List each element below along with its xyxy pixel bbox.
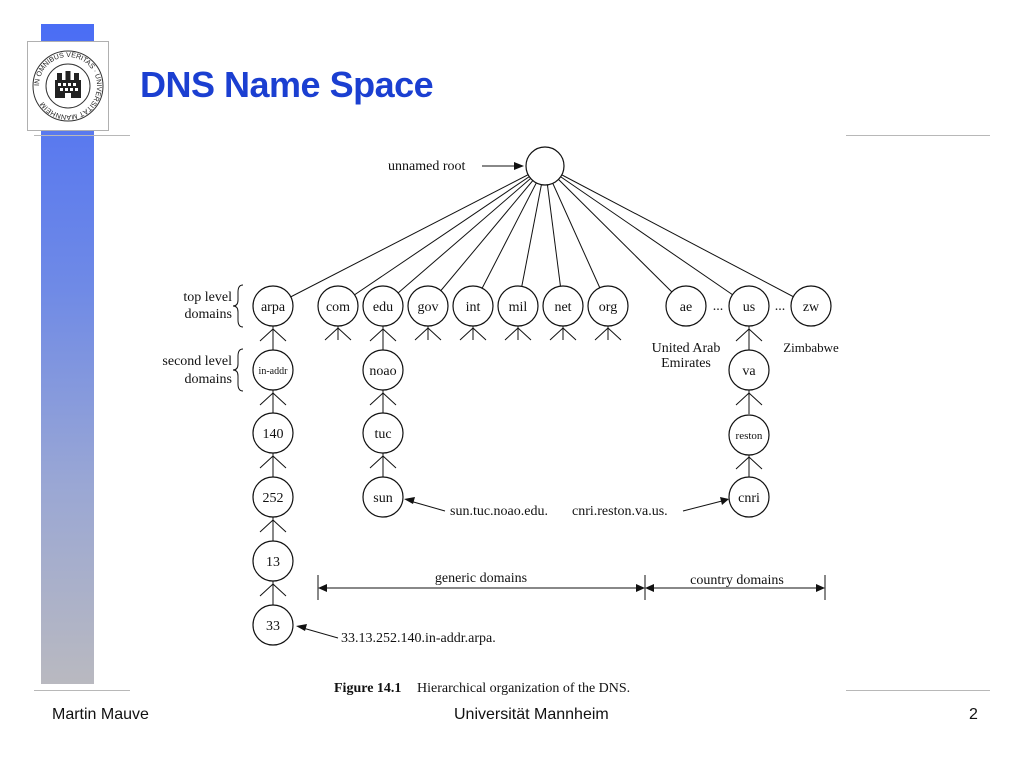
edge-root-int	[472, 165, 546, 307]
label-252: 252	[263, 491, 284, 506]
page-number: 2	[969, 706, 978, 723]
label-noao: noao	[369, 364, 396, 379]
label-ae: ae	[680, 300, 692, 315]
node-net	[542, 285, 584, 327]
root-node	[525, 146, 565, 186]
label-net: net	[554, 300, 571, 315]
ae-caption-line2: Emirates	[661, 356, 711, 371]
node-tuc	[362, 412, 404, 454]
header-rule-left	[34, 135, 130, 136]
node-us	[728, 285, 770, 327]
label-com: com	[326, 300, 350, 315]
node-cnri	[728, 476, 770, 518]
label-org: org	[599, 300, 617, 315]
label-reston: reston	[736, 430, 763, 442]
label-tuc: tuc	[374, 427, 391, 442]
label-33: 33	[266, 619, 280, 634]
label-int: int	[466, 300, 481, 315]
fqdn-reverse: 33.13.252.140.in-addr.arpa.	[341, 631, 496, 646]
footer-institution: Universität Mannheim	[454, 706, 609, 723]
second-level-label-line1: second level	[162, 354, 232, 369]
node-ae	[665, 285, 707, 327]
edge-root-net	[544, 165, 564, 307]
edge-root-edu	[382, 165, 546, 307]
edge-root-ae	[544, 165, 687, 307]
label-mil: mil	[509, 300, 528, 315]
label-140: 140	[263, 427, 284, 442]
edge-root-gov	[427, 165, 546, 307]
edge-root-com	[337, 165, 546, 307]
root-annotation: unnamed root	[388, 159, 465, 174]
header-rule-right	[846, 135, 990, 136]
label-in-addr: in-addr	[259, 366, 289, 377]
country-domains-label: country domains	[690, 573, 784, 588]
node-va	[728, 349, 770, 391]
node-noao	[362, 349, 404, 391]
label-zw: zw	[803, 300, 820, 315]
node-sun	[362, 476, 404, 518]
label-cnri: cnri	[738, 491, 760, 506]
label-us: us	[743, 300, 755, 315]
second-level-label-line2: domains	[185, 372, 232, 387]
node-int	[452, 285, 494, 327]
edge-root-mil	[517, 165, 546, 307]
slide-title: DNS Name Space	[140, 64, 434, 105]
ellipsis-ae-us: ...	[713, 299, 724, 314]
ae-caption-line1: United Arab	[652, 341, 721, 356]
node-13	[252, 540, 294, 582]
node-com	[317, 285, 359, 327]
top-level-label-line1: top level	[183, 290, 232, 305]
side-accent-bar	[41, 24, 94, 684]
second-level-brace	[232, 348, 244, 392]
label-13: 13	[266, 555, 280, 570]
node-zw	[790, 285, 832, 327]
label-gov: gov	[418, 300, 439, 315]
figure-caption-text: Hierarchical organization of the DNS.	[417, 681, 630, 696]
node-33	[252, 604, 294, 646]
node-140	[252, 412, 294, 454]
top-level-brace	[232, 284, 244, 328]
node-mil	[497, 285, 539, 327]
ellipsis-us-zw: ...	[775, 299, 786, 314]
edge-root-zw	[544, 165, 812, 307]
university-logo: IN OMNIBUS VERITAS · UNIVERSITÄT MANNHEI…	[27, 41, 109, 131]
node-gov	[407, 285, 449, 327]
node-252	[252, 476, 294, 518]
node-reston	[728, 414, 770, 456]
child-fan-ticks	[259, 326, 763, 597]
footer-author: Martin Mauve	[52, 706, 149, 723]
node-edu	[362, 285, 404, 327]
fqdn-cnri: cnri.reston.va.us.	[572, 504, 668, 519]
node-arpa	[252, 285, 294, 327]
label-va: va	[742, 364, 756, 379]
node-in-addr	[252, 349, 294, 391]
figure-caption-label: Figure 14.1	[334, 681, 401, 696]
footer-rule-left	[34, 690, 130, 691]
generic-domains-label: generic domains	[435, 571, 527, 586]
node-org	[587, 285, 629, 327]
label-arpa: arpa	[261, 300, 286, 315]
zw-caption: Zimbabwe	[783, 340, 839, 355]
edge-root-org	[544, 165, 609, 307]
top-level-label-line2: domains	[185, 307, 232, 322]
label-edu: edu	[373, 300, 393, 315]
castle-emblem-icon	[55, 71, 81, 98]
edge-root-us	[544, 165, 750, 307]
footer-rule-right	[846, 690, 990, 691]
label-sun: sun	[373, 491, 392, 506]
fqdn-sun: sun.tuc.noao.edu.	[450, 504, 548, 519]
edge-root-arpa	[272, 165, 546, 307]
